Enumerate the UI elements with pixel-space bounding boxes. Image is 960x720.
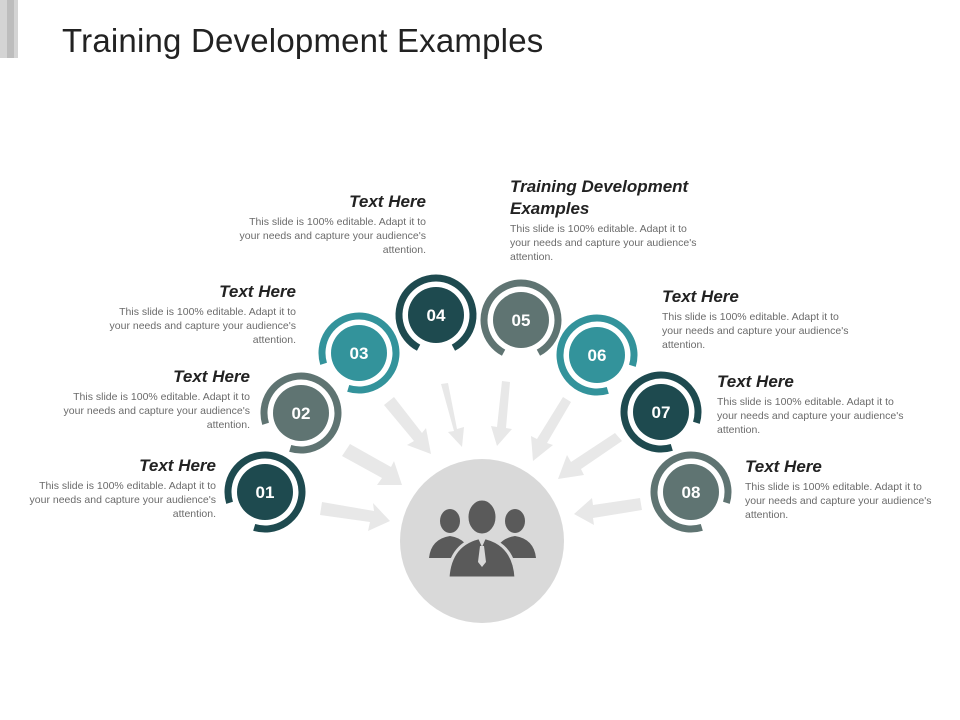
node-01-disc: [237, 464, 293, 520]
text-block-05-body: This slide is 100% editable. Adapt it to…: [510, 223, 697, 263]
text-block-08-heading: Text Here: [745, 457, 822, 476]
text-block-08: Text Here This slide is 100% editable. A…: [745, 456, 935, 522]
arrow-02: [342, 444, 402, 485]
node-03: 03: [318, 312, 400, 394]
arrow-08: [574, 498, 642, 525]
node-04: 04: [395, 274, 477, 351]
node-02: 02: [260, 372, 342, 454]
text-block-01-body: This slide is 100% editable. Adapt it to…: [29, 480, 216, 520]
node-06-number: 06: [588, 346, 607, 365]
text-block-02-body: This slide is 100% editable. Adapt it to…: [63, 391, 250, 431]
node-05-disc: [493, 292, 549, 348]
text-block-06: Text Here This slide is 100% editable. A…: [662, 286, 852, 352]
arrow-06: [531, 397, 571, 461]
node-07: 07: [620, 371, 702, 453]
node-01-ring: [224, 451, 306, 533]
node-01-number: 01: [256, 483, 275, 502]
node-08-disc: [663, 464, 719, 520]
node-05: 05: [480, 279, 562, 356]
text-block-06-heading: Text Here: [662, 287, 739, 306]
arrow-04: [441, 383, 464, 447]
node-08-number: 08: [682, 483, 701, 502]
node-03-number: 03: [350, 344, 369, 363]
corner-accent-bar: [0, 0, 18, 58]
text-block-03: Text Here This slide is 100% editable. A…: [106, 281, 296, 347]
node-08-ring: [650, 451, 732, 533]
text-block-02: Text Here This slide is 100% editable. A…: [60, 366, 250, 432]
numbered-nodes: 01 02 03 04 05 06 07 08: [224, 274, 732, 533]
node-05-number: 05: [512, 311, 531, 330]
node-07-ring: [620, 371, 702, 453]
node-06: 06: [556, 314, 638, 396]
text-block-05-heading: Training Development Examples: [510, 177, 689, 218]
node-05-ring: [480, 279, 562, 356]
arrow-05: [491, 381, 512, 446]
people-group-icon: [429, 497, 536, 580]
text-block-03-body: This slide is 100% editable. Adapt it to…: [109, 306, 296, 346]
text-block-07-heading: Text Here: [717, 372, 794, 391]
text-block-03-heading: Text Here: [219, 282, 296, 301]
text-block-06-body: This slide is 100% editable. Adapt it to…: [662, 311, 849, 351]
node-04-disc: [408, 287, 464, 343]
text-block-04: Text Here This slide is 100% editable. A…: [236, 191, 426, 257]
text-block-04-body: This slide is 100% editable. Adapt it to…: [239, 216, 426, 256]
text-block-01: Text Here This slide is 100% editable. A…: [26, 455, 216, 521]
node-07-disc: [633, 384, 689, 440]
text-block-01-heading: Text Here: [139, 456, 216, 475]
node-04-number: 04: [427, 306, 446, 325]
text-block-07-body: This slide is 100% editable. Adapt it to…: [717, 396, 904, 436]
corner-accent-stripe: [7, 0, 14, 58]
node-07-number: 07: [652, 403, 671, 422]
node-08: 08: [650, 451, 732, 533]
node-02-number: 02: [292, 404, 311, 423]
node-01: 01: [224, 451, 306, 533]
text-block-02-heading: Text Here: [173, 367, 250, 386]
text-block-08-body: This slide is 100% editable. Adapt it to…: [745, 481, 932, 521]
node-06-ring: [556, 314, 638, 396]
text-block-05: Training Development Examples This slide…: [510, 176, 740, 264]
node-03-ring: [318, 312, 400, 394]
text-block-04-heading: Text Here: [349, 192, 426, 211]
node-02-disc: [273, 385, 329, 441]
node-04-ring: [395, 274, 477, 351]
slide-title: Training Development Examples: [62, 22, 544, 59]
arrows-group: [320, 381, 642, 531]
arrow-03: [384, 397, 431, 454]
node-02-ring: [260, 372, 342, 454]
arrow-01: [320, 502, 390, 531]
arrow-07: [558, 433, 622, 479]
node-03-disc: [331, 325, 387, 381]
node-06-disc: [569, 327, 625, 383]
text-block-07: Text Here This slide is 100% editable. A…: [717, 371, 907, 437]
